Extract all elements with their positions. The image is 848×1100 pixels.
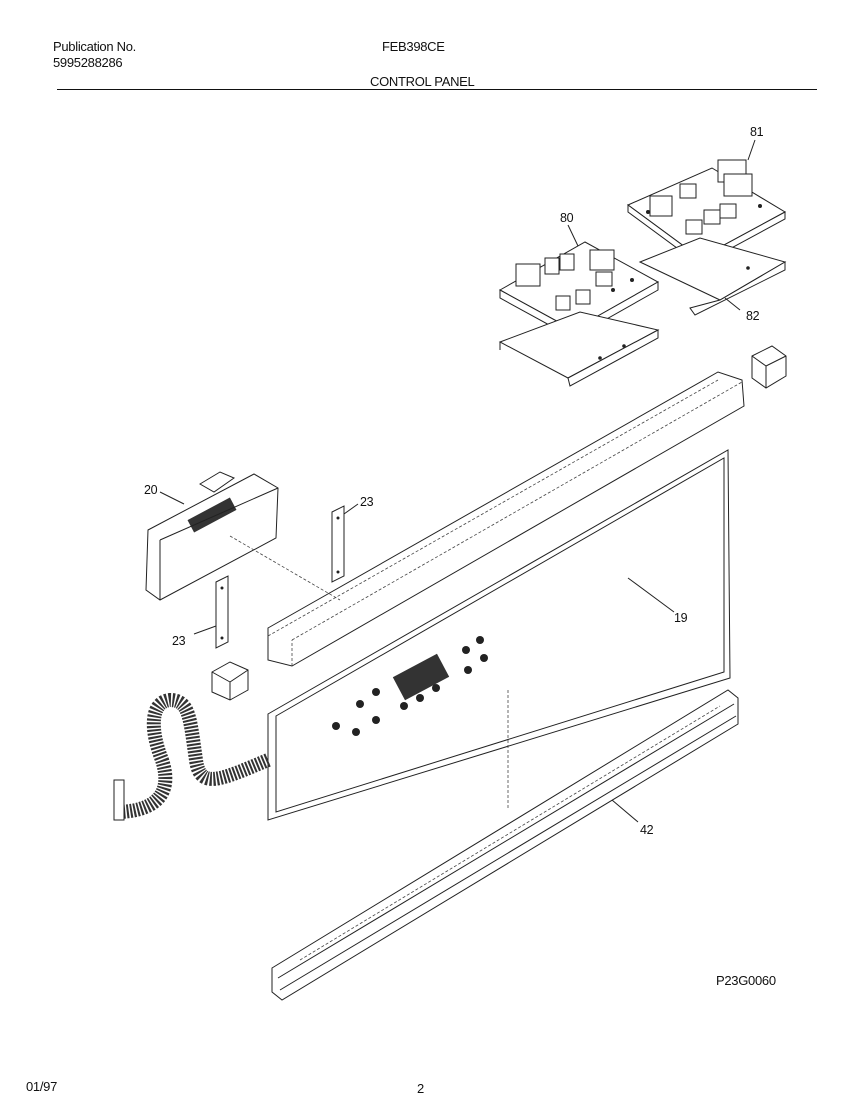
callout-81: 81 — [750, 125, 764, 139]
control-panel-19 — [267, 449, 731, 821]
wire-harness — [113, 692, 271, 821]
callout-42: 42 — [640, 823, 654, 837]
callout-23-upper: 23 — [360, 495, 374, 509]
footer-date: 01/97 — [26, 1079, 58, 1094]
connector-block-right — [751, 345, 787, 389]
model-number: FEB398CE — [382, 39, 445, 54]
publication-number: 5995288286 — [53, 55, 123, 70]
bracket-23-lower — [215, 575, 229, 649]
figure-code: P23G0060 — [716, 973, 776, 988]
page-number: 2 — [417, 1081, 424, 1096]
control-board-80 — [498, 241, 660, 339]
bracket-82 — [638, 237, 787, 316]
callout-20: 20 — [144, 483, 158, 497]
control-unit-20 — [145, 471, 341, 601]
trim-strip — [267, 371, 745, 667]
callout-80: 80 — [560, 211, 574, 225]
bracket-23-upper — [331, 505, 345, 583]
section-title: CONTROL PANEL — [370, 74, 475, 89]
leader-lines — [159, 139, 756, 823]
callout-19: 19 — [674, 611, 688, 625]
header-rule — [57, 89, 817, 90]
callout-82: 82 — [746, 309, 760, 323]
bracket-under-80 — [498, 311, 660, 387]
callout-23-lower: 23 — [172, 634, 186, 648]
trim-rail-42 — [271, 689, 739, 1001]
connector-block-left — [211, 661, 249, 701]
publication-label: Publication No. — [53, 39, 136, 54]
